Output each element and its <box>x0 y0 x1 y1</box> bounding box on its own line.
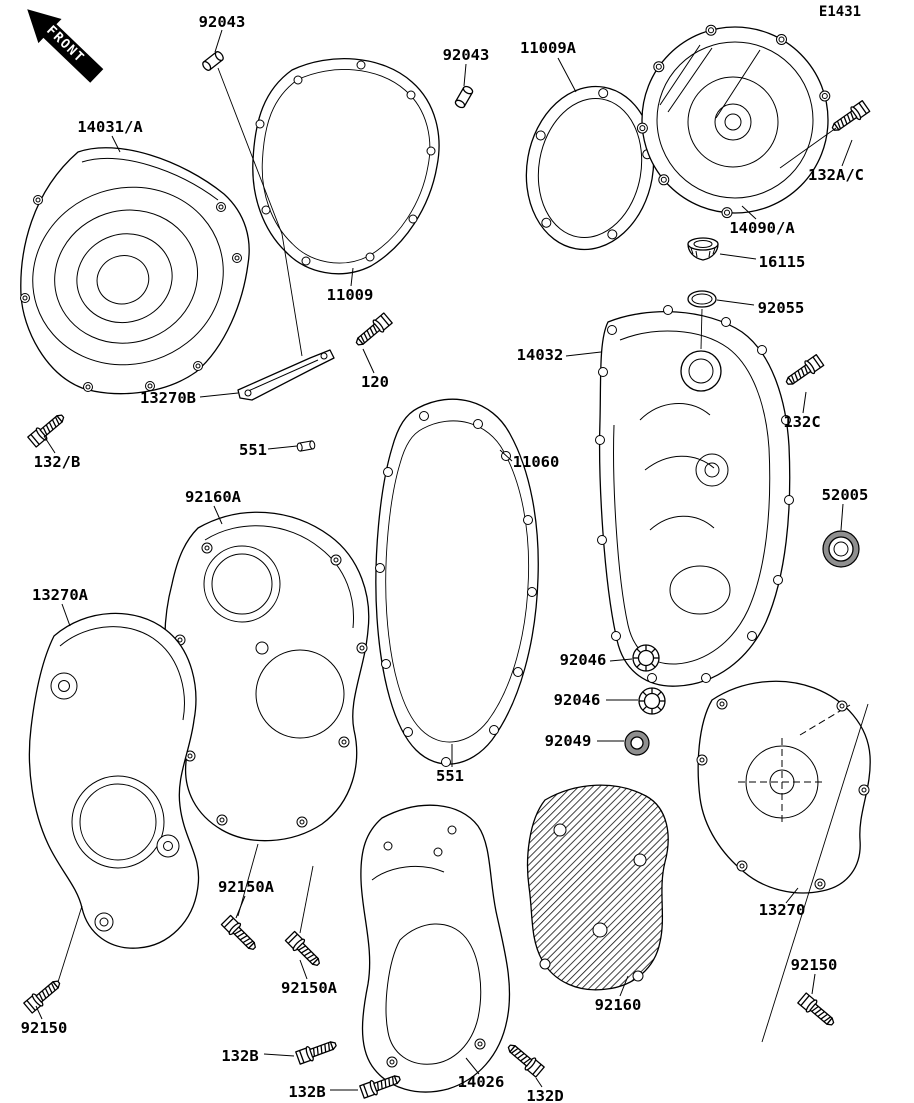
label-14090a: 14090/A <box>729 219 795 237</box>
label-14026: 14026 <box>458 1073 505 1091</box>
label-132b-2: 132B <box>288 1083 325 1101</box>
label-132ac: 132A/C <box>808 166 864 184</box>
part-chain-cover-14026 <box>360 804 511 1093</box>
part-bolt-132d <box>503 1039 546 1079</box>
label-132b-slash: 132/B <box>34 453 81 471</box>
part-pin-551-a <box>296 440 316 452</box>
label-132d: 132D <box>526 1087 563 1103</box>
part-gasket-11009a <box>525 85 655 251</box>
part-clutch-cover-14090 <box>636 24 831 219</box>
label-16115: 16115 <box>759 253 806 271</box>
label-92160: 92160 <box>595 996 642 1014</box>
front-arrow: FRONT <box>27 9 104 83</box>
front-label: FRONT <box>43 23 87 66</box>
label-92160a: 92160A <box>185 488 242 506</box>
label-11009: 11009 <box>327 286 374 304</box>
part-bolt-132ac <box>828 99 871 136</box>
part-oil-cap-16115 <box>687 237 719 261</box>
part-generator-cover-14031 <box>20 147 250 395</box>
part-guard-13270a <box>28 612 200 949</box>
label-132c: 132C <box>783 413 820 431</box>
part-gasket-11009 <box>252 58 440 275</box>
part-bolt-92150a-1 <box>220 914 261 955</box>
label-13270b: 13270B <box>140 389 196 407</box>
part-bushing-92043-b <box>453 84 475 110</box>
label-120: 120 <box>361 373 389 391</box>
label-13270: 13270 <box>759 901 806 919</box>
part-oring-92055 <box>687 290 717 308</box>
part-bolt-120 <box>351 311 394 351</box>
label-551-1: 551 <box>239 441 267 459</box>
label-52005: 52005 <box>822 486 869 504</box>
part-bolt-92150a-2 <box>284 930 325 971</box>
part-bearing-92046-a <box>632 644 660 672</box>
part-plate-92160 <box>526 784 669 991</box>
label-11009a: 11009A <box>520 39 577 57</box>
label-92046-2: 92046 <box>554 691 601 709</box>
part-oil-seal-52005 <box>822 530 860 568</box>
label-92043-1: 92043 <box>199 13 246 31</box>
part-clutch-cover-14032 <box>595 305 794 687</box>
label-92049: 92049 <box>545 732 592 750</box>
part-plate-13270 <box>696 680 871 894</box>
label-92150a-2: 92150A <box>281 979 338 997</box>
part-bushing-92043-a <box>200 49 226 73</box>
part-bolt-132c <box>782 353 825 390</box>
part-bracket-13270b <box>237 349 335 401</box>
label-11060: 11060 <box>513 453 560 471</box>
label-132b-1: 132B <box>221 1047 258 1065</box>
label-92055: 92055 <box>758 299 805 317</box>
part-gasket-11060 <box>375 398 539 767</box>
part-bearing-92046-b <box>638 687 666 715</box>
label-92043-2: 92043 <box>443 46 490 64</box>
label-92150-right: 92150 <box>791 956 838 974</box>
label-92150a-1: 92150A <box>218 878 275 896</box>
part-bolt-92150-right <box>796 991 839 1031</box>
leader-lines <box>35 29 853 1091</box>
part-bolt-132b-left <box>26 409 69 449</box>
label-13270a: 13270A <box>32 586 89 604</box>
label-92046-1: 92046 <box>560 651 607 669</box>
label-92150-left: 92150 <box>21 1019 68 1037</box>
part-bolt-92150-left <box>22 975 65 1015</box>
diagram-code: E1431 <box>819 4 861 20</box>
part-seal-92049 <box>624 730 650 756</box>
part-bolt-132b-1 <box>294 1036 339 1066</box>
part-sprocket-cover-92160a <box>164 511 370 842</box>
label-14031a: 14031/A <box>77 118 143 136</box>
label-14032: 14032 <box>517 346 564 364</box>
label-551-2: 551 <box>436 767 464 785</box>
